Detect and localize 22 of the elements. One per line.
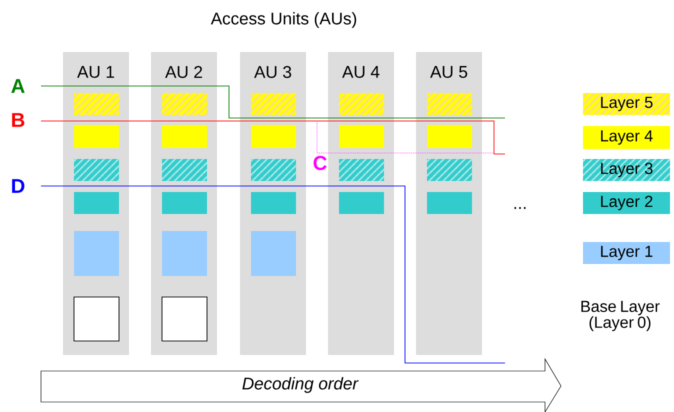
path-letter: D [12,179,24,193]
path-letter: B [12,113,24,127]
layer-block [427,125,472,148]
layer-block [427,192,472,214]
path-letter: C [312,154,328,172]
layer-block [339,125,384,148]
layer-block [251,231,296,276]
base-layer-label: Base Layer (Layer 0) [581,300,660,332]
layer-block [74,296,120,342]
layer-block [162,192,207,214]
layer-block [74,125,119,148]
title: Access Units (AUs) [210,12,356,28]
layer-block [74,231,119,276]
layer-block [74,192,119,214]
ellipsis: ... [514,207,526,209]
layer-block [251,192,296,214]
layer-block [162,125,207,148]
layer-block [162,231,207,276]
layer-block [339,192,384,214]
layer-block [251,125,296,148]
layer-block [162,296,208,342]
path-letter: A [11,79,25,93]
